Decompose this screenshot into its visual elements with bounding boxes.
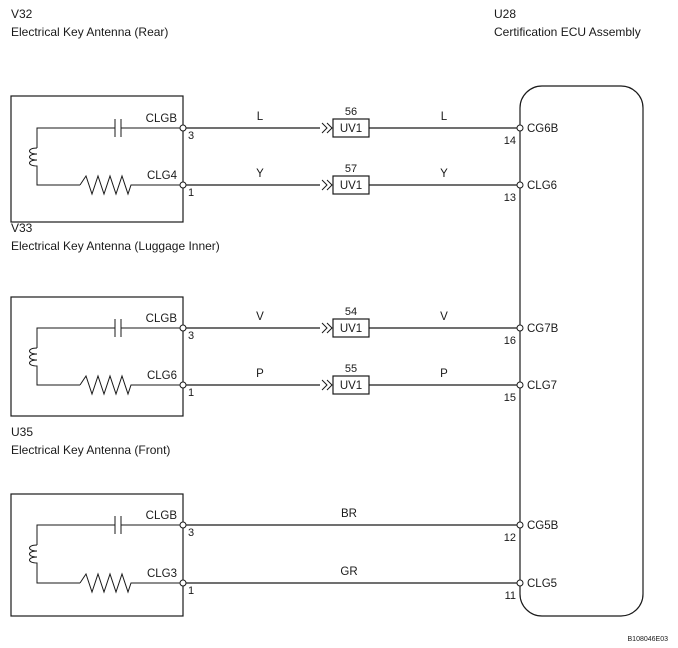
wire-v33-clg6: P 55 UV1 P 15 CLG7: [179, 363, 557, 404]
ecu-terminal-label: CLG6: [527, 180, 557, 192]
ecu-terminal-dot: [516, 124, 524, 132]
wire-color-label: L: [441, 111, 448, 123]
ecu-pin-number: 16: [504, 335, 516, 347]
antenna-pin-number: 1: [188, 585, 194, 597]
ecu-pin-number: 13: [504, 192, 516, 204]
antenna-circuit: [29, 516, 183, 594]
ecu-terminal-label: CG5B: [527, 520, 559, 532]
antenna-terminal-label: CLGB: [146, 113, 178, 125]
antenna-code-u35: U35: [11, 425, 33, 439]
wire-color-label: BR: [341, 508, 357, 520]
connector-arrow-icon: [321, 322, 333, 334]
ecu-pin-number: 15: [504, 392, 516, 404]
wire-u35-clgb: BR 12 CG5B: [179, 508, 559, 544]
antenna-name-u35: Electrical Key Antenna (Front): [11, 443, 170, 457]
junction-connector-label: UV1: [340, 323, 362, 335]
ecu-code: U28: [494, 7, 516, 21]
wire-color-label: V: [256, 311, 264, 323]
ecu-name: Certification ECU Assembly: [494, 25, 641, 39]
wire-color-label: Y: [440, 168, 448, 180]
wire-color-label: P: [440, 368, 448, 380]
antenna-code-v33: V33: [11, 221, 33, 235]
antenna-terminal-dot: [179, 324, 187, 332]
junction-pin-number: 57: [345, 163, 357, 175]
wire-color-label: L: [257, 111, 264, 123]
antenna-terminal-dot: [179, 381, 187, 389]
antenna-name-v33: Electrical Key Antenna (Luggage Inner): [11, 239, 220, 253]
ecu-pin-number: 14: [504, 135, 516, 147]
ecu-terminal-dot: [516, 324, 524, 332]
ecu-terminal-label: CLG5: [527, 578, 557, 590]
antenna-terminal-dot: [179, 521, 187, 529]
wire-color-label: GR: [340, 566, 357, 578]
ecu-terminal-dot: [516, 521, 524, 529]
antenna-pin-number: 1: [188, 387, 194, 399]
connector-arrow-icon: [321, 379, 333, 391]
antenna-terminal-dot: [179, 124, 187, 132]
antenna-circuit: [29, 319, 183, 396]
ecu-terminal-label: CLG7: [527, 380, 557, 392]
wire-color-label: Y: [256, 168, 264, 180]
junction-pin-number: 54: [345, 306, 357, 318]
antenna-box: [10, 95, 184, 223]
antenna-box: [10, 296, 184, 417]
antenna-terminal-label: CLGB: [146, 510, 178, 522]
antenna-name-v32: Electrical Key Antenna (Rear): [11, 25, 168, 39]
antenna-pin-number: 3: [188, 527, 194, 539]
antenna-terminal-dot: [179, 181, 187, 189]
wire-color-label: P: [256, 368, 264, 380]
ecu-terminal-dot: [516, 381, 524, 389]
wire-v32-clgb: L 56 UV1 L 14 CG6B: [179, 106, 559, 147]
ecu-terminal-dot: [516, 579, 524, 587]
wire-u35-clg3: GR 11 CLG5: [179, 566, 557, 602]
connector-arrow-icon: [321, 179, 333, 191]
antenna-circuit: [29, 119, 183, 196]
figure-code: B108046E03: [628, 636, 669, 643]
wire-v33-clgb: V 54 UV1 V 16 CG7B: [179, 306, 559, 347]
junction-pin-number: 55: [345, 363, 357, 375]
antenna-block-u35: CLGB CLG3 3 1: [10, 493, 194, 617]
antenna-pin-number: 3: [188, 130, 194, 142]
ecu-pin-number: 11: [505, 590, 516, 602]
wire-v32-clg4: Y 57 UV1 Y 13 CLG6: [179, 163, 557, 204]
ecu-terminal-label: CG6B: [527, 123, 559, 135]
ecu-pin-number: 12: [504, 532, 516, 544]
antenna-pin-number: 3: [188, 330, 194, 342]
junction-connector-label: UV1: [340, 380, 362, 392]
ecu-terminal-dot: [516, 181, 524, 189]
antenna-terminal-dot: [179, 579, 187, 587]
antenna-pin-number: 1: [188, 187, 194, 199]
junction-connector-label: UV1: [340, 180, 362, 192]
antenna-terminal-label: CLG3: [147, 568, 177, 580]
wire-color-label: V: [440, 311, 448, 323]
ecu-terminal-label: CG7B: [527, 323, 559, 335]
antenna-terminal-label: CLG4: [147, 170, 178, 182]
junction-connector-label: UV1: [340, 123, 362, 135]
connector-arrow-icon: [321, 122, 333, 134]
junction-pin-number: 56: [345, 106, 357, 118]
antenna-terminal-label: CLG6: [147, 370, 177, 382]
antenna-block-v33: CLGB CLG6 3 1: [10, 296, 194, 417]
antenna-terminal-label: CLGB: [146, 313, 178, 325]
antenna-block-v32: CLGB CLG4 3 1: [10, 95, 194, 223]
antenna-box: [10, 493, 184, 617]
antenna-code-v32: V32: [11, 7, 33, 21]
ecu-assembly-box: [519, 85, 644, 617]
